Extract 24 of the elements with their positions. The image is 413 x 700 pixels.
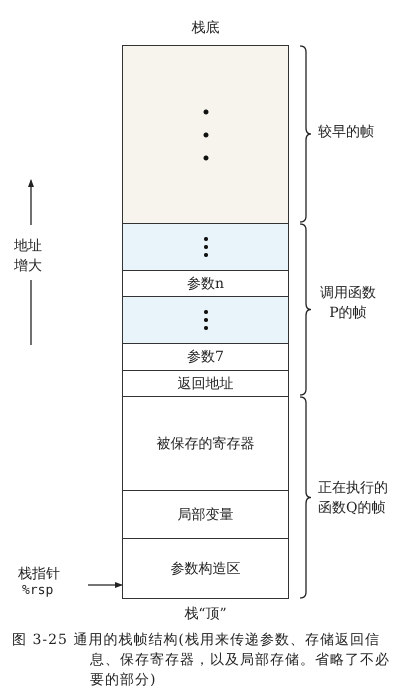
slot-text: 参数构造区	[170, 560, 240, 578]
stack-slot	[122, 396, 289, 491]
slot-text: 返回地址	[178, 374, 234, 392]
axis-label: 地址增大	[14, 237, 43, 276]
frame-label: 较早的帧	[318, 123, 375, 142]
figure-caption: 图 3-25 通用的栈帧结构(栈用来传递参数、存储返回信息、保存寄存器，以及局部存储。省略了不必要的部分)	[12, 631, 391, 690]
stack-slot	[122, 296, 289, 344]
stack-slot	[122, 490, 289, 539]
register-name: %rsp	[21, 582, 54, 598]
stack-bottom-label: 栈底	[190, 19, 220, 38]
slot-text: 参数7	[187, 348, 224, 366]
stack-slot	[122, 223, 289, 271]
slot-text: 局部变量	[178, 506, 234, 524]
frame-label: 调用函数P的帧	[319, 284, 377, 323]
arrow	[88, 582, 123, 588]
slot-text: 被保存的寄存器	[156, 434, 254, 452]
stack-slot	[122, 343, 289, 371]
stack-slot	[122, 370, 289, 397]
pointer-text: 栈指针	[18, 564, 60, 582]
stack-slot	[122, 45, 289, 224]
stack-slot	[122, 538, 289, 599]
slot-text: 参数n	[186, 274, 224, 292]
frame-label: 正在执行的函数Q的帧	[318, 479, 389, 518]
stack-top-label: 栈“顶”	[183, 605, 228, 624]
